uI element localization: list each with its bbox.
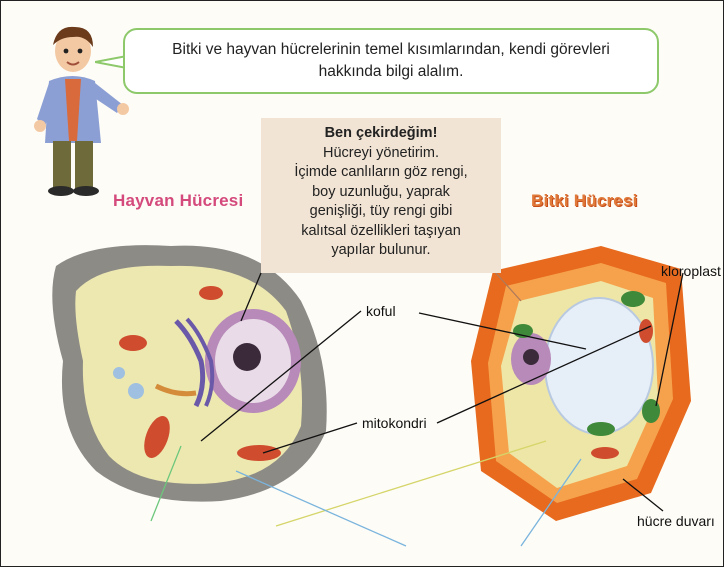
- cell-wall-label: hücre duvarı: [637, 513, 715, 529]
- nucleus-line: yapılar bulunur.: [261, 241, 501, 261]
- nucleus-line: Hücreyi yönetirim.: [261, 144, 501, 164]
- nucleus-line: kalıtsal özellikleri taşıyan: [261, 222, 501, 242]
- nucleus-title: Ben çekirdeğim!: [261, 124, 501, 144]
- nucleus-line: İçimde canlıların göz rengi,: [261, 163, 501, 183]
- chloroplast-label: kloroplast: [661, 263, 721, 279]
- nucleus-info-box: Ben çekirdeğim! Hücreyi yönetirim. İçimd…: [261, 118, 501, 273]
- plant-cell-heading: Bitki Hücresi: [531, 191, 638, 211]
- nucleus-line: genişliği, tüy rengi gibi: [261, 202, 501, 222]
- vacuole-label: koful: [366, 303, 396, 319]
- animal-cell: [52, 245, 326, 501]
- animal-cell-heading: Hayvan Hücresi: [113, 191, 243, 211]
- plant-cell: [471, 246, 691, 521]
- mitochondria-label: mitokondri: [362, 415, 427, 431]
- nucleus-line: boy uzunluğu, yaprak: [261, 183, 501, 203]
